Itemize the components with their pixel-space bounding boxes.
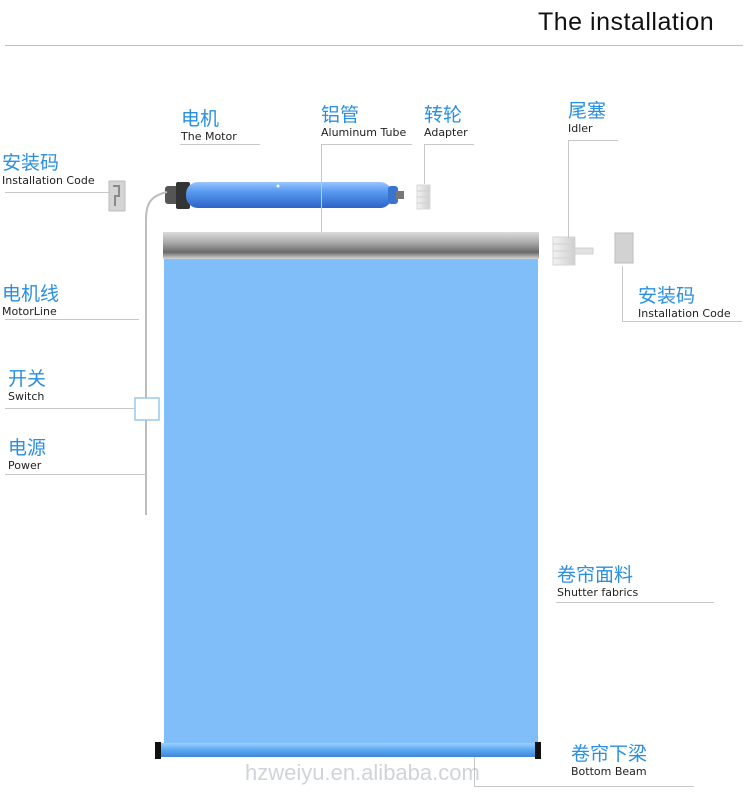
label-motor: 电机 The Motor <box>181 108 237 144</box>
label-beam: 卷帘下梁 Bottom Beam <box>571 743 647 779</box>
leader-code-left-h <box>5 192 109 193</box>
leader-code-right-v <box>622 266 623 322</box>
leader-tube-v <box>321 144 322 232</box>
shutter-fabric <box>164 259 538 743</box>
label-idler-en: Idler <box>568 122 593 135</box>
label-tube: 铝管 Aluminum Tube <box>321 104 406 140</box>
label-motor-en: The Motor <box>181 130 237 143</box>
label-switch: 开关 Switch <box>8 368 46 404</box>
motor-tube <box>165 182 404 209</box>
label-code-right-cn: 安装码 <box>638 285 696 307</box>
watermark: hzweiyu.en.alibaba.com <box>245 760 480 785</box>
label-beam-en: Bottom Beam <box>571 765 647 778</box>
label-motor-cn: 电机 <box>181 108 220 130</box>
title-underline <box>5 45 743 46</box>
motor-cable <box>145 191 168 515</box>
idler-part <box>552 236 594 266</box>
label-tube-en: Aluminum Tube <box>321 126 407 139</box>
label-beam-cn: 卷帘下梁 <box>571 743 648 765</box>
leader-power-h <box>5 474 146 475</box>
adapter-part <box>416 184 431 210</box>
leader-code-right-h <box>622 321 742 322</box>
label-fabric-en: Shutter fabrics <box>557 586 639 599</box>
label-code-left-en: Installation Code <box>2 174 95 187</box>
page-title: The installation <box>538 8 715 36</box>
label-code-right-en: Installation Code <box>638 307 731 320</box>
label-code-left: 安装码 Installation Code <box>2 152 95 188</box>
label-power-cn: 电源 <box>8 437 47 459</box>
installation-code-left-bracket <box>108 180 126 212</box>
label-power: 电源 Power <box>8 437 46 473</box>
leader-switch-h <box>5 408 135 409</box>
leader-motorline-h <box>5 319 139 320</box>
leader-idler-h <box>568 140 618 141</box>
switch-box <box>134 397 160 421</box>
label-adapter: 转轮 Adapter <box>424 104 468 140</box>
label-code-right: 安装码 Installation Code <box>638 285 731 321</box>
label-switch-en: Switch <box>8 390 45 403</box>
leader-tube-h <box>321 144 412 145</box>
label-adapter-en: Adapter <box>424 126 468 139</box>
label-tube-cn: 铝管 <box>321 104 360 126</box>
leader-adapter-v <box>424 144 425 184</box>
roller-tube <box>163 232 539 259</box>
label-fabric-cn: 卷帘面料 <box>557 564 634 586</box>
label-motorline-cn: 电机线 <box>2 283 60 305</box>
label-motorline-en: MotorLine <box>2 305 57 318</box>
leader-fabric-h <box>556 602 714 603</box>
leader-adapter-h <box>424 144 474 145</box>
label-motorline: 电机线 MotorLine <box>2 283 59 319</box>
label-switch-cn: 开关 <box>8 368 47 390</box>
leader-beam-v <box>474 757 475 787</box>
label-code-left-cn: 安装码 <box>2 152 60 174</box>
label-power-en: Power <box>8 459 42 472</box>
label-adapter-cn: 转轮 <box>424 104 463 126</box>
bottom-beam <box>155 742 541 759</box>
label-idler: 尾塞 Idler <box>568 100 606 136</box>
installation-code-right-bracket <box>614 232 634 264</box>
label-idler-cn: 尾塞 <box>568 100 607 122</box>
leader-motor-h <box>180 144 260 145</box>
leader-idler-v <box>568 140 569 238</box>
leader-beam-h <box>474 786 694 787</box>
label-fabric: 卷帘面料 Shutter fabrics <box>557 564 638 600</box>
